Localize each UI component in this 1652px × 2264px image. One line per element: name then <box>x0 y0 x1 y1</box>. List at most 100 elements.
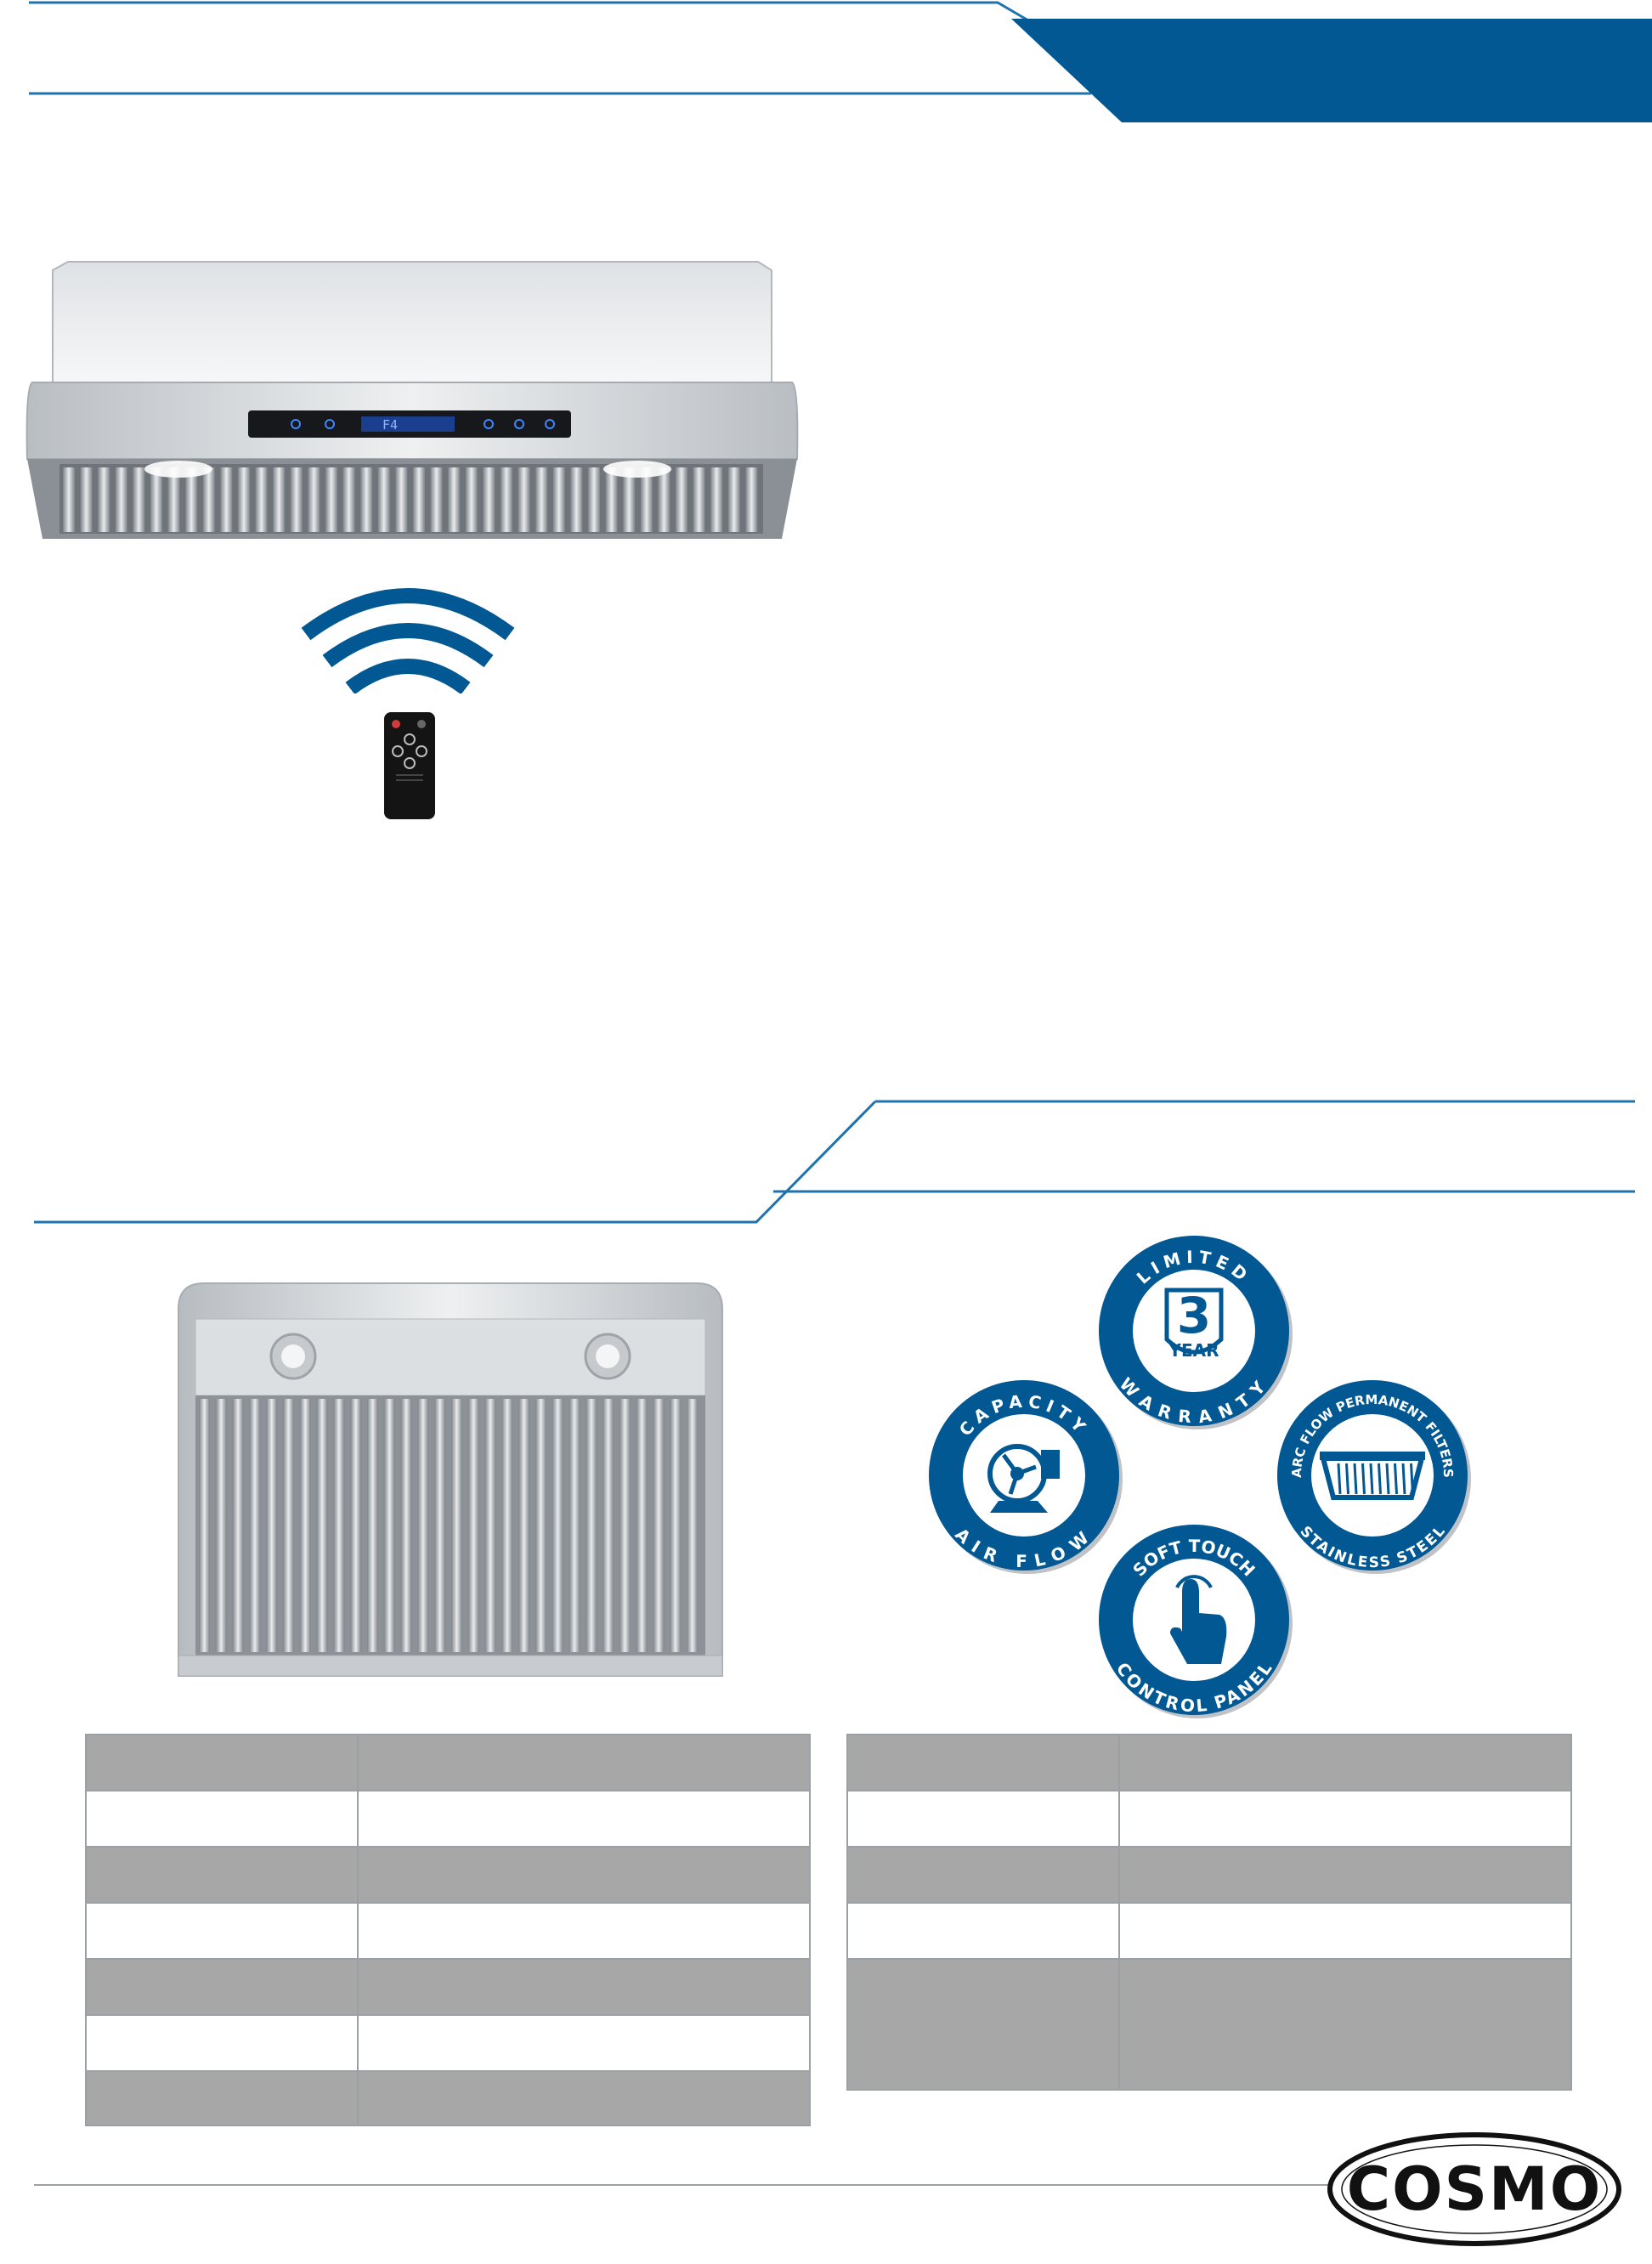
table-cell-label <box>87 1960 359 2014</box>
table-row <box>87 1848 809 1904</box>
baffle-filter-icon <box>1320 1452 1425 1500</box>
table-cell-value <box>1120 1904 1570 1958</box>
baffle-slat <box>535 467 548 532</box>
baffle-slat <box>299 1399 311 1652</box>
table-row <box>848 1735 1570 1791</box>
baffle-slat <box>98 467 110 532</box>
baffle-slat <box>63 467 75 532</box>
baffle-slat <box>693 467 705 532</box>
baffle-slat <box>400 1399 412 1652</box>
table-cell-value <box>1120 1791 1570 1846</box>
cosmo-logo: COSMO <box>1327 2132 1621 2246</box>
baffle-slat <box>605 467 618 532</box>
badge-capacity-air-flow: CAPACITY AIR FLOW <box>929 1380 1123 1574</box>
table-cell-value <box>1120 1848 1570 1902</box>
baffle-slat <box>653 1399 665 1652</box>
table-cell-value <box>359 2072 809 2125</box>
baffle-slat <box>316 1399 328 1652</box>
badge-warranty-unit: YEAR <box>1168 1340 1219 1361</box>
table-cell-value <box>359 1735 809 1790</box>
table-cell-value <box>359 1904 809 1958</box>
baffle-slat <box>413 467 425 532</box>
warranty-shield-icon <box>1164 1288 1224 1355</box>
baffle-slat <box>483 467 495 532</box>
baffle-slat <box>467 1399 479 1652</box>
baffle-slat <box>167 467 180 532</box>
table-cell-value <box>359 1960 809 2014</box>
table-row <box>87 1791 809 1848</box>
baffle-slat <box>417 1399 429 1652</box>
baffle-slat <box>518 1399 530 1652</box>
baffle-slat <box>395 467 408 532</box>
baffle-slat <box>484 1399 496 1652</box>
baffle-slat <box>588 467 600 532</box>
baffle-slat <box>570 467 583 532</box>
baffle-slat <box>283 1399 294 1652</box>
filter-slat <box>1410 1463 1414 1495</box>
table-cell-label <box>848 1960 1120 2089</box>
baffle-slat <box>333 1399 345 1652</box>
table-cell-label <box>848 1904 1120 1958</box>
baffle-slat <box>434 1399 446 1652</box>
spec-table-right <box>846 1734 1572 2091</box>
table-row <box>87 1904 809 1960</box>
baffle-slat <box>255 467 268 532</box>
baffle-slat <box>710 467 723 532</box>
table-row <box>848 1791 1570 1848</box>
table-row <box>848 1904 1570 1960</box>
finger-touch-icon <box>1170 1575 1227 1664</box>
filter-slat <box>1361 1463 1366 1495</box>
table-row <box>848 1960 1570 2089</box>
baffle-slat <box>199 1399 210 1652</box>
header-rule-top <box>29 1 1091 95</box>
filter-slat <box>1401 1463 1406 1495</box>
badge-arc-flow-filters: ARC FLOW PERMANENT FILTERS STAINLESS STE… <box>1277 1380 1471 1574</box>
baffle-slat <box>670 1399 682 1652</box>
baffle-slat <box>569 1399 580 1652</box>
table-cell-label <box>848 1848 1120 1902</box>
table-row <box>848 1848 1570 1904</box>
baffle-slat <box>238 467 250 532</box>
table-cell-label <box>87 2016 359 2070</box>
table-cell-value <box>359 1791 809 1846</box>
filter-slat <box>1337 1463 1342 1495</box>
baffle-slat <box>367 1399 378 1652</box>
filter-slat <box>1353 1463 1358 1495</box>
filter-slat <box>1345 1463 1349 1495</box>
table-row <box>87 1960 809 2016</box>
baffle-slat <box>383 1399 395 1652</box>
filter-slat <box>1385 1463 1390 1495</box>
baffle-slat <box>266 1399 278 1652</box>
baffle-slat <box>133 467 145 532</box>
baffle-slat <box>290 467 303 532</box>
badge-limited-warranty: LIMITED WARRANTY 3 YEAR <box>1099 1236 1293 1429</box>
filter-slat <box>1394 1463 1398 1495</box>
logo-text: COSMO <box>1347 2154 1602 2224</box>
baffle-slat <box>451 1399 462 1652</box>
table-cell-label <box>87 1848 359 1902</box>
range-hood-front-view <box>178 1282 723 1677</box>
table-cell-value <box>1120 1735 1570 1790</box>
table-row <box>87 2072 809 2125</box>
baffle-slat <box>745 467 758 532</box>
baffle-slat <box>220 467 233 532</box>
baffle-slat <box>586 1399 597 1652</box>
baffle-slat <box>342 467 355 532</box>
table-cell-value <box>359 2016 809 2070</box>
spec-table-left <box>85 1734 811 2126</box>
table-cell-label <box>87 2072 359 2125</box>
table-cell-value <box>1120 1960 1570 2089</box>
baffle-slat <box>215 1399 227 1652</box>
table-cell-label <box>848 1791 1120 1846</box>
header-banner <box>1011 19 1652 122</box>
baffle-slat <box>636 1399 648 1652</box>
filter-slat <box>1378 1463 1382 1495</box>
table-row <box>87 2016 809 2072</box>
baffle-slat <box>185 467 198 532</box>
baffle-slat <box>552 467 565 532</box>
baffle-slat <box>640 467 653 532</box>
baffle-slat <box>535 1399 546 1652</box>
badge-warranty-number: 3 <box>1177 1287 1211 1344</box>
baffle-slat <box>430 467 443 532</box>
table-row <box>87 1735 809 1791</box>
